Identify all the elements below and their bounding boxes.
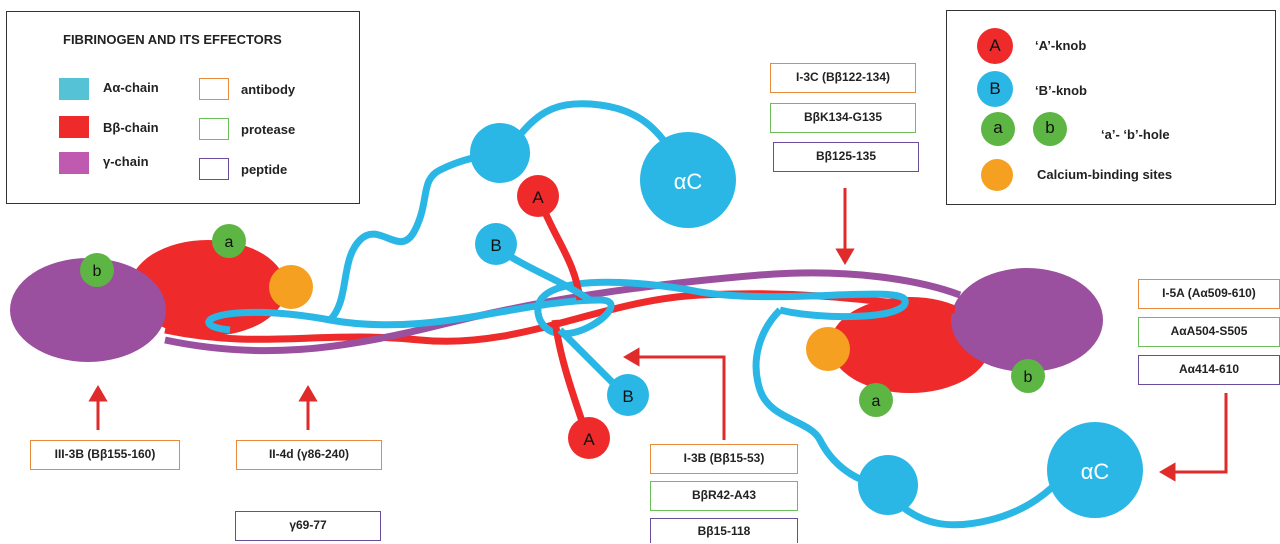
box-left1-antibody: III-3B (Bβ155-160) bbox=[30, 440, 180, 470]
upper-a-knob-label: A bbox=[532, 188, 544, 207]
box-bottom-protease: BβR42-A43 bbox=[650, 481, 798, 511]
swatch-protease bbox=[199, 118, 229, 140]
legend-calcium-label: Calcium-binding sites bbox=[1037, 167, 1173, 182]
right-a-hole bbox=[859, 383, 893, 417]
legend-right: A ‘A’-knob B ‘B’-knob a b ‘a’- ‘b’-hole … bbox=[946, 10, 1276, 205]
left-a-hole bbox=[212, 224, 246, 258]
box-right-antibody: I-5A (Aα509-610) bbox=[1138, 279, 1280, 309]
label-peptide: peptide bbox=[241, 162, 288, 177]
box-bottom-antibody: I-3B (Bβ15-53) bbox=[650, 444, 798, 474]
gamma-strand bbox=[164, 269, 962, 355]
legend-hole-label: ‘a’- ‘b’-hole bbox=[1101, 127, 1170, 142]
legend-calcium-icon bbox=[981, 159, 1013, 191]
arrow-bottom-center bbox=[636, 355, 726, 440]
lower-alphac-tether bbox=[892, 472, 1068, 529]
left-b-hole-label: b bbox=[93, 263, 102, 280]
legend-a-knob-label: ‘A’-knob bbox=[1035, 38, 1087, 53]
swatch-peptide bbox=[199, 158, 229, 180]
label-protease: protease bbox=[241, 122, 296, 137]
upper-a-knob bbox=[517, 175, 559, 217]
box-bottom-peptide: Bβ15-118 bbox=[650, 518, 798, 543]
lower-a-knob bbox=[568, 417, 610, 459]
arrow-top-center-head bbox=[835, 248, 855, 265]
legend-b-knob-icon: B bbox=[977, 71, 1013, 107]
label-bbeta: Bβ-chain bbox=[103, 120, 159, 135]
box-right-peptide: Aα414-610 bbox=[1138, 355, 1280, 385]
right-gamma-domain bbox=[951, 268, 1103, 372]
lower-b-knob bbox=[607, 374, 649, 416]
arrows bbox=[88, 188, 1228, 482]
lower-b-knob-label: B bbox=[622, 387, 633, 406]
legend-left: FIBRINOGEN AND ITS EFFECTORS Aα-chain Bβ… bbox=[6, 11, 360, 204]
arrow-right bbox=[1172, 393, 1228, 474]
upper-alphac-globule bbox=[640, 132, 736, 228]
legend-title: FIBRINOGEN AND ITS EFFECTORS bbox=[63, 32, 282, 47]
label-aalpha: Aα-chain bbox=[103, 80, 159, 95]
left-gamma-domain bbox=[10, 258, 166, 362]
right-b-hole bbox=[1011, 359, 1045, 393]
upper-b-knob bbox=[475, 223, 517, 265]
arrow-left-1-head bbox=[88, 385, 108, 402]
lower-alphac-label: αC bbox=[1081, 459, 1110, 484]
left-a-hole-label: a bbox=[225, 234, 234, 251]
box-left2-antibody: II-4d (γ86-240) bbox=[236, 440, 382, 470]
aalpha-to-lower-alphac bbox=[752, 307, 881, 489]
swatch-aalpha bbox=[59, 78, 89, 100]
left-b-hole bbox=[80, 253, 114, 287]
swatch-bbeta bbox=[59, 116, 89, 138]
left-calcium-site bbox=[269, 265, 313, 309]
upper-b-knob-label: B bbox=[490, 236, 501, 255]
arrow-right-head bbox=[1159, 462, 1176, 482]
right-a-hole-label: a bbox=[872, 393, 881, 410]
arrow-bottom-center-head bbox=[623, 347, 640, 367]
upper-alphac-tether bbox=[517, 100, 684, 167]
legend-b-knob-label: ‘B’-knob bbox=[1035, 83, 1087, 98]
upper-alphac-connector bbox=[470, 123, 530, 183]
box-left2-peptide: γ69-77 bbox=[235, 511, 381, 541]
box-top-protease: BβK134-G135 bbox=[770, 103, 916, 133]
right-calcium-site bbox=[806, 327, 850, 371]
swatch-antibody bbox=[199, 78, 229, 100]
box-top-peptide: Bβ125-135 bbox=[773, 142, 919, 172]
box-top-antibody: I-3C (Bβ122-134) bbox=[770, 63, 916, 93]
right-b-hole-label: b bbox=[1024, 369, 1033, 386]
aalpha-to-upper-alphac bbox=[327, 151, 501, 323]
box-right-protease: AαA504-S505 bbox=[1138, 317, 1280, 347]
lower-a-knob-label: A bbox=[583, 430, 595, 449]
label-gamma: γ-chain bbox=[103, 154, 149, 169]
upper-alphac-label: αC bbox=[674, 169, 703, 194]
lower-alphac-connector bbox=[858, 455, 918, 515]
right-bbeta-domain bbox=[830, 297, 990, 393]
lower-alphac-globule bbox=[1047, 422, 1143, 518]
swatch-gamma bbox=[59, 152, 89, 174]
legend-b-hole-icon: b bbox=[1033, 112, 1067, 146]
arrow-left-2-head bbox=[298, 385, 318, 402]
label-antibody: antibody bbox=[241, 82, 296, 97]
legend-a-hole-icon: a bbox=[981, 112, 1015, 146]
legend-a-knob-icon: A bbox=[977, 28, 1013, 64]
